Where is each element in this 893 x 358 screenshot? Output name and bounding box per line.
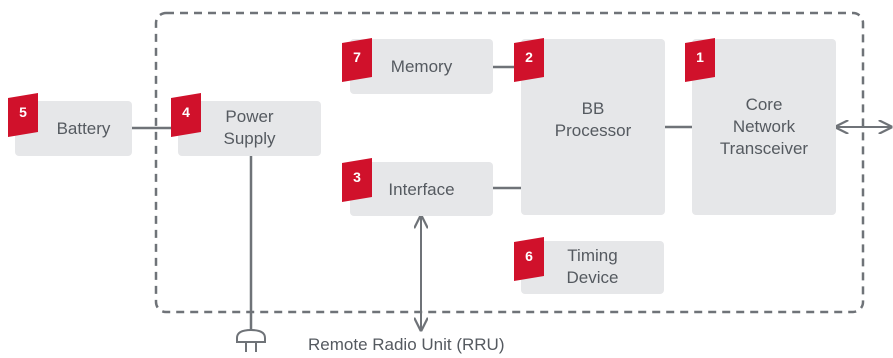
rru-label: Remote Radio Unit (RRU) (308, 335, 505, 354)
bb-processor-badge: 2 (514, 38, 544, 82)
power-supply-box: Power Supply (178, 101, 321, 156)
core-network-transceiver-box: Core Network Transceiver (692, 39, 836, 215)
timing-device-label: Timing Device (566, 246, 619, 287)
interface-badge: 3 (342, 158, 372, 202)
timing-device-badge: 6 (514, 237, 544, 281)
interface-label: Interface (388, 180, 455, 199)
power-supply-badge: 4 (171, 93, 201, 137)
power-plug-icon (236, 328, 266, 352)
core-network-transceiver-badge: 1 (685, 38, 715, 82)
bb-processor-label: BB Processor (554, 99, 632, 140)
battery-badge: 5 (8, 93, 38, 137)
bb-processor-box: BB Processor (521, 39, 665, 215)
power-supply-label: Power Supply (223, 107, 276, 148)
memory-box: Memory (350, 39, 493, 94)
core-network-transceiver-label: Core Network Transceiver (719, 95, 809, 158)
memory-badge: 7 (342, 38, 372, 82)
memory-label: Memory (390, 57, 453, 76)
interface-box: Interface (350, 162, 493, 216)
battery-label: Battery (56, 119, 111, 138)
base-station-boundary (154, 11, 865, 314)
timing-device-box: Timing Device (521, 241, 664, 294)
